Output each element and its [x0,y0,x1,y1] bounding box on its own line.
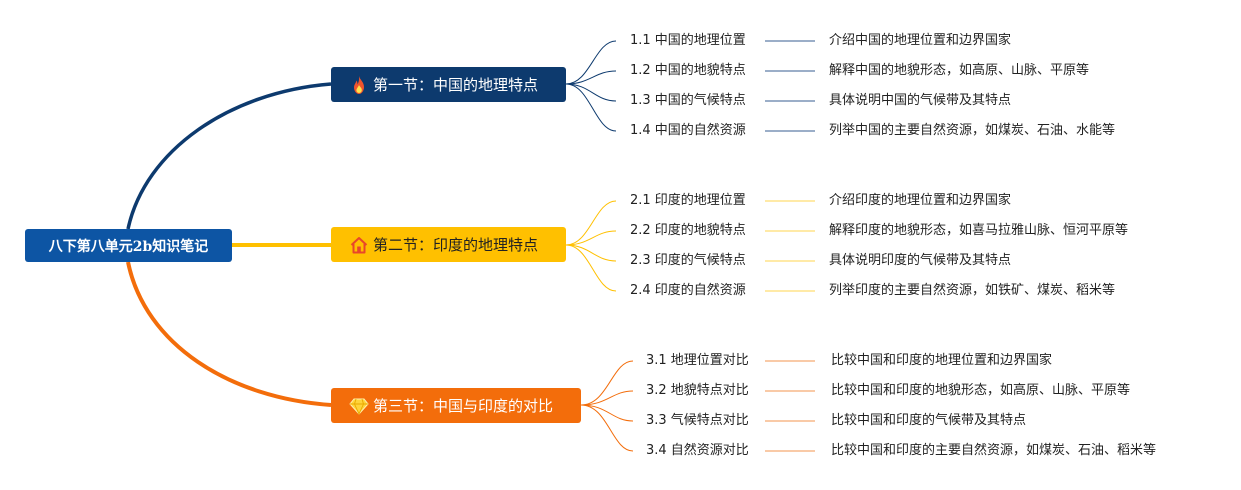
topic-1-3-desc[interactable]: 具体说明中国的气候带及其特点 [829,93,1012,108]
root-label: 八下第八单元2b知识笔记 [48,238,209,255]
topic-2-1-desc[interactable]: 介绍印度的地理位置和边界国家 [829,193,1012,208]
section3-desc-connectors [765,360,815,452]
topic-2-2-desc[interactable]: 解释印度的地貌形态，如喜马拉雅山脉、恒河平原等 [829,223,1129,238]
house-icon [349,235,369,255]
topic-3-1-desc[interactable]: 比较中国和印度的地理位置和边界国家 [831,353,1053,368]
topic-1-2-desc[interactable]: 解释中国的地貌形态，如高原、山脉、平原等 [829,63,1090,78]
topic-3-4[interactable]: 3.4 自然资源对比 [646,443,749,458]
flame-icon [349,75,369,95]
section-label-1: 第一节：中国的地理特点 [373,76,539,94]
section2-desc-connectors [765,200,815,292]
topic-2-1[interactable]: 2.1 印度的地理位置 [630,193,746,208]
root-node[interactable]: 八下第八单元2b知识笔记 [25,229,232,262]
section1-branches [565,40,617,132]
topic-2-4-desc[interactable]: 列举印度的主要自然资源，如铁矿、煤炭、稻米等 [829,283,1116,298]
section-node-1[interactable]: 第一节：中国的地理特点 [331,67,566,102]
topic-1-3[interactable]: 1.3 中国的气候特点 [630,93,746,108]
section1-desc-connectors [765,40,815,132]
topic-3-1[interactable]: 3.1 地理位置对比 [646,353,749,368]
topic-3-2-desc[interactable]: 比较中国和印度的地貌形态，如高原、山脉、平原等 [831,383,1131,398]
root-to-section3-link [126,261,332,407]
topic-1-4-desc[interactable]: 列举中国的主要自然资源，如煤炭、石油、水能等 [829,123,1116,138]
topic-3-4-desc[interactable]: 比较中国和印度的主要自然资源，如煤炭、石油、稻米等 [831,443,1157,458]
section-node-2[interactable]: 第二节：印度的地理特点 [331,227,566,262]
topic-1-1[interactable]: 1.1 中国的地理位置 [630,33,746,48]
topic-1-2[interactable]: 1.2 中国的地貌特点 [630,63,746,78]
diamond-icon [349,396,369,416]
section3-branches [580,360,634,452]
section-label-2: 第二节：印度的地理特点 [373,236,539,254]
section-node-3[interactable]: 第三节：中国与印度的对比 [331,388,581,423]
topic-2-3[interactable]: 2.3 印度的气候特点 [630,253,746,268]
topic-2-4[interactable]: 2.4 印度的自然资源 [630,283,746,298]
topic-3-3[interactable]: 3.3 气候特点对比 [646,413,749,428]
section-label-3: 第三节：中国与印度的对比 [373,397,554,415]
topic-2-3-desc[interactable]: 具体说明印度的气候带及其特点 [829,253,1012,268]
topic-2-2[interactable]: 2.2 印度的地貌特点 [630,223,746,238]
topic-3-2[interactable]: 3.2 地貌特点对比 [646,383,749,398]
topic-3-3-desc[interactable]: 比较中国和印度的气候带及其特点 [831,413,1027,428]
section2-branches [565,200,617,292]
topic-1-4[interactable]: 1.4 中国的自然资源 [630,123,746,138]
topic-1-1-desc[interactable]: 介绍中国的地理位置和边界国家 [829,33,1012,48]
root-to-section1-link [126,82,332,230]
